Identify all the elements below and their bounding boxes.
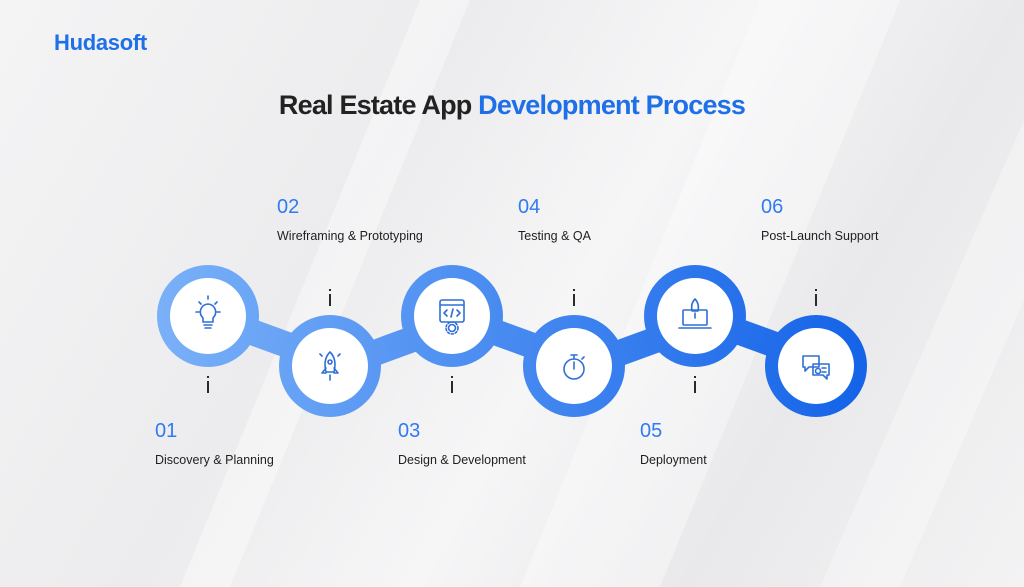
title-part-1: Real Estate App [278, 90, 472, 120]
step-label-3: Design & Development [398, 453, 526, 467]
chat-support-icon [802, 355, 830, 380]
step-number-1: 01 [155, 420, 178, 442]
step-3-tick [451, 376, 453, 393]
step-6-tick [815, 289, 817, 306]
step-number-2: 02 [277, 196, 300, 218]
brand-logo: Hudasoft [54, 30, 147, 55]
step-4-tick [573, 289, 575, 306]
page-title: Real Estate App Development Process [0, 90, 1024, 121]
step-number-6: 06 [761, 196, 784, 218]
step-number-4: 04 [518, 196, 541, 218]
lightbulb-icon [195, 295, 221, 329]
step-number-5: 05 [640, 420, 663, 442]
step-label-6: Post-Launch Support [761, 229, 879, 243]
step-number-3: 03 [398, 420, 421, 442]
code-window-gear-icon [439, 299, 465, 335]
title-part-2: Development Process [478, 90, 746, 120]
step-2-tick [329, 289, 331, 306]
step-label-2: Wireframing & Prototyping [277, 229, 423, 243]
step-label-1: Discovery & Planning [155, 453, 274, 467]
step-1-tick [207, 376, 209, 393]
step-label-4: Testing & QA [518, 229, 591, 243]
rocket-icon [319, 351, 341, 381]
step-label-5: Deployment [640, 453, 707, 467]
step-5-tick [694, 376, 696, 393]
laptop-rocket-icon [678, 298, 712, 329]
stopwatch-icon [563, 354, 585, 380]
